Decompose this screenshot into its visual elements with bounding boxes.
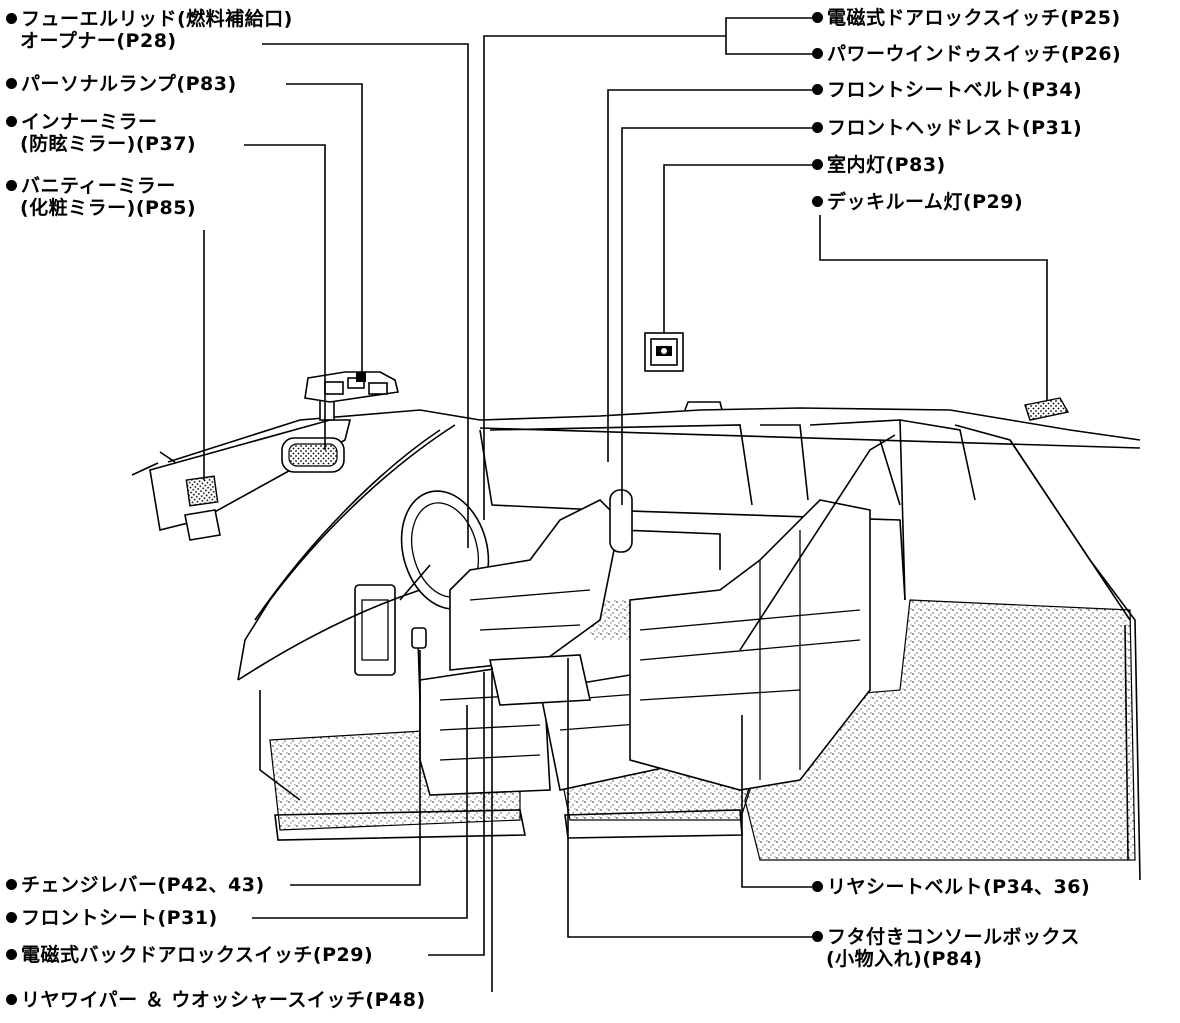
label-door-lock-switch: 電磁式ドアロックスイッチ(P25) — [812, 7, 1121, 29]
label-room-lamp: 室内灯(P83) — [812, 154, 946, 176]
leader-lines — [203, 17, 1048, 992]
bullet-icon — [6, 180, 17, 191]
bullet-icon — [812, 196, 823, 207]
label-front-seat: フロントシート(P31) — [6, 907, 218, 929]
bullet-icon — [812, 881, 823, 892]
bullet-icon — [812, 48, 823, 59]
bullet-icon — [6, 879, 17, 890]
personal-lamp-unit — [304, 371, 399, 403]
bullet-icon — [812, 12, 823, 23]
bullet-icon — [6, 78, 17, 89]
label-deck-room-lamp: デッキルーム灯(P29) — [812, 191, 1023, 213]
bullet-icon — [812, 159, 823, 170]
car-body — [167, 407, 1141, 881]
label-rear-seat-belt: リヤシートベルト(P34、36) — [812, 876, 1090, 898]
label-fuel-lid-opener: フューエルリッド(燃料補給口) オープナー(P28) — [6, 8, 293, 52]
label-rear-wiper-switch: リヤワイパー ＆ ウオッシャースイッチ(P48) — [6, 989, 426, 1011]
bullet-icon — [812, 122, 823, 133]
bullet-icon — [6, 912, 17, 923]
bullet-icon — [6, 13, 17, 24]
room-lamp — [644, 332, 684, 372]
label-front-headrest: フロントヘッドレスト(P31) — [812, 117, 1082, 139]
label-inner-mirror: インナーミラー (防眩ミラー)(P37) — [6, 111, 196, 155]
bullet-icon — [6, 994, 17, 1005]
label-back-door-lock-switch: 電磁式バックドアロックスイッチ(P29) — [6, 944, 373, 966]
bullet-icon — [6, 116, 17, 127]
label-front-seat-belt: フロントシートベルト(P34) — [812, 79, 1082, 101]
label-vanity-mirror: バニティーミラー (化粧ミラー)(P85) — [6, 175, 196, 219]
label-console-box: フタ付きコンソールボックス (小物入れ)(P84) — [812, 926, 1080, 970]
label-power-window-switch: パワーウインドゥスイッチ(P26) — [812, 43, 1121, 65]
bullet-icon — [812, 84, 823, 95]
roof-clip — [684, 401, 723, 411]
deck-room-lamp — [1024, 397, 1070, 421]
label-personal-lamp: パーソナルランプ(P83) — [6, 73, 237, 95]
bullet-icon — [812, 931, 823, 942]
label-change-lever: チェンジレバー(P42、43) — [6, 874, 265, 896]
bullet-icon — [6, 949, 17, 960]
